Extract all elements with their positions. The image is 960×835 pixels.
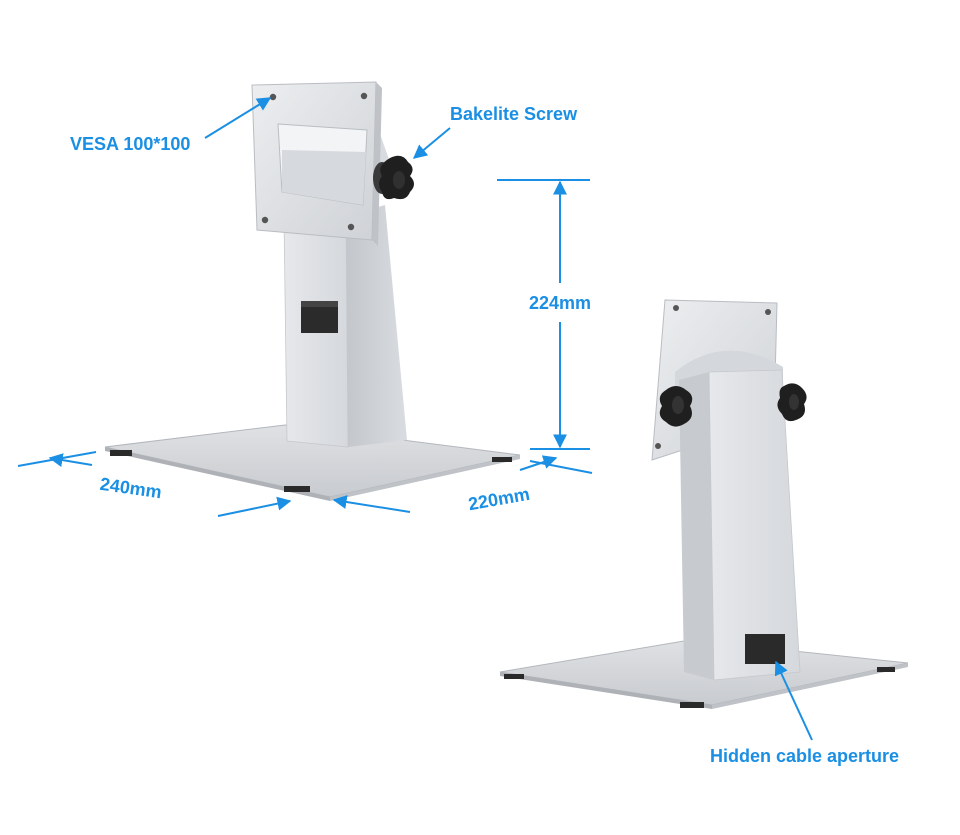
screw-hole bbox=[261, 216, 269, 224]
width-arrow-right bbox=[217, 496, 292, 517]
bakelite-knob bbox=[373, 155, 414, 200]
stand-rear-view bbox=[499, 299, 909, 709]
column-side bbox=[346, 205, 407, 447]
depth-arrow-right bbox=[519, 455, 558, 471]
depth-arrow-left bbox=[332, 495, 411, 513]
depth-ext-right bbox=[529, 460, 593, 474]
width-arrow-left bbox=[48, 453, 93, 467]
screw-hole bbox=[360, 92, 368, 100]
screw-hole bbox=[655, 443, 661, 449]
screw-pointer bbox=[412, 127, 451, 159]
dimension-annotations bbox=[17, 97, 813, 741]
screw-hole bbox=[673, 305, 679, 311]
cable-aperture bbox=[745, 634, 785, 664]
foot bbox=[877, 667, 895, 672]
screw-hole bbox=[347, 223, 355, 231]
cable-pointer bbox=[774, 660, 813, 741]
screw-hole bbox=[269, 93, 277, 101]
screw-hole bbox=[765, 309, 771, 315]
foot bbox=[284, 486, 310, 492]
stand-front-view bbox=[104, 81, 521, 501]
width-label: 240mm bbox=[99, 474, 163, 502]
column-front bbox=[708, 369, 801, 681]
foot bbox=[110, 450, 132, 456]
vesa-pointer bbox=[204, 97, 272, 139]
bakelite-knob bbox=[659, 386, 693, 427]
vesa-label: VESA 100*100 bbox=[70, 134, 190, 154]
foot bbox=[504, 674, 524, 679]
column-side bbox=[679, 372, 714, 680]
cable-aperture-label: Hidden cable aperture bbox=[710, 746, 899, 766]
bakelite-screw-label: Bakelite Screw bbox=[450, 104, 578, 124]
height-label: 224mm bbox=[529, 293, 591, 313]
depth-label: 220mm bbox=[467, 484, 532, 514]
foot bbox=[680, 702, 704, 708]
foot bbox=[492, 457, 512, 462]
bakelite-knob bbox=[777, 383, 807, 422]
